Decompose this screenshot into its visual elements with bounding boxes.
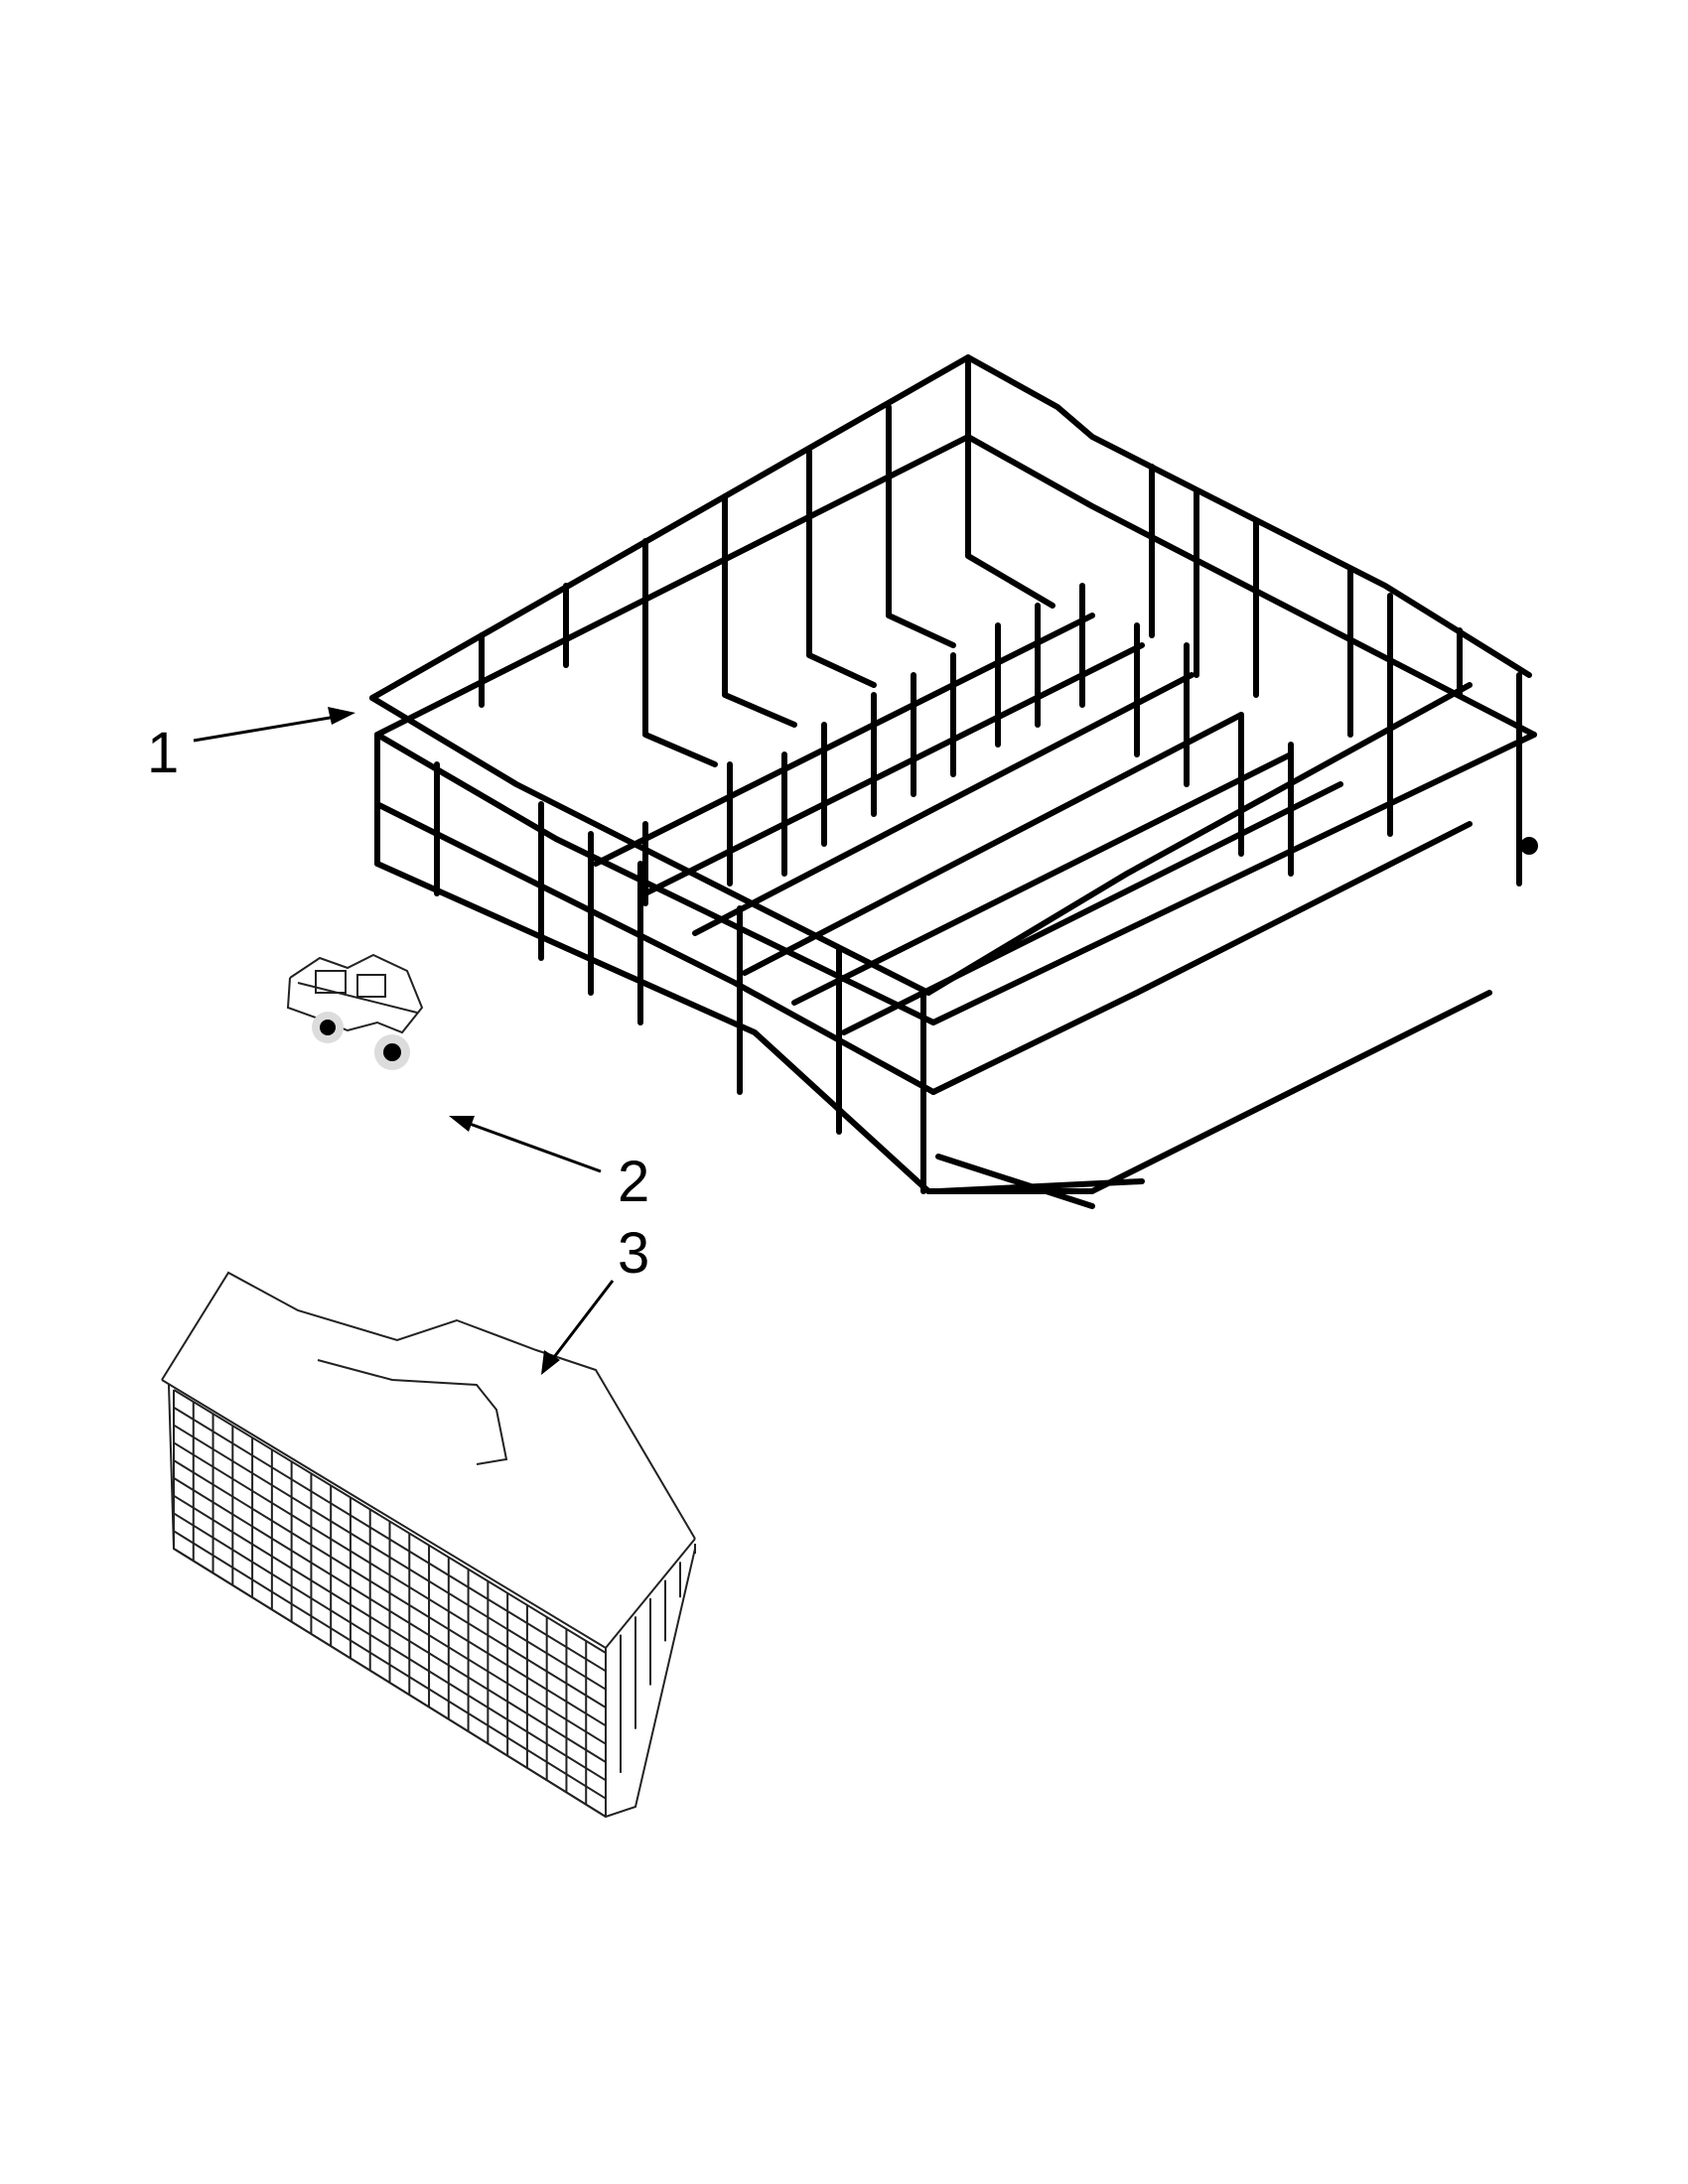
basket-mesh-horizontal [173, 1424, 607, 1691]
basket-mesh-horizontal [173, 1512, 607, 1782]
basket-mesh-horizontal [173, 1406, 607, 1673]
callout-label-1: 1 [147, 721, 179, 785]
basket-mesh-horizontal [173, 1389, 607, 1654]
callout-label-3: 3 [618, 1221, 649, 1286]
basket-grid [173, 1389, 696, 1818]
basket-mesh-horizontal [173, 1530, 607, 1800]
callout-2: 2 [449, 1116, 649, 1214]
callout-label-2: 2 [618, 1150, 649, 1214]
rack-roller-assembly [286, 953, 424, 1070]
callout-1: 1 [147, 707, 355, 785]
basket-mesh-horizontal [173, 1494, 607, 1763]
silverware-basket [161, 1271, 696, 1819]
callout-3: 3 [541, 1221, 649, 1375]
lower-dish-rack [369, 354, 1538, 1209]
basket-mesh-horizontal [173, 1459, 607, 1727]
basket-mesh-horizontal [173, 1548, 607, 1818]
basket-mesh-horizontal [173, 1441, 607, 1708]
basket-mesh-horizontal [173, 1477, 607, 1745]
